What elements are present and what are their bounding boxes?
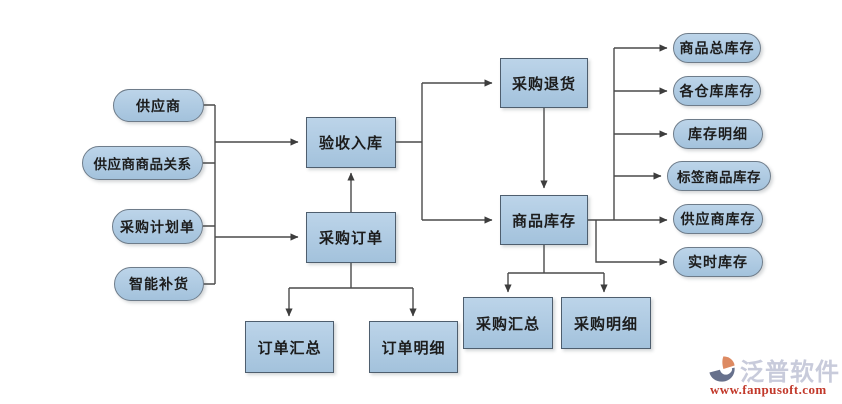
node-per-warehouse-stock: 各仓库库存 <box>673 76 761 106</box>
node-purchase-plan: 采购计划单 <box>112 209 203 244</box>
node-order-detail: 订单明细 <box>369 321 458 373</box>
brand-watermark: 泛普软件 www.fanpusoft.com <box>700 346 840 402</box>
node-tagged-product-stock: 标签商品库存 <box>667 161 771 191</box>
node-purchase-order: 采购订单 <box>306 212 396 263</box>
node-purchase-detail: 采购明细 <box>561 297 651 349</box>
node-product-inventory: 商品库存 <box>500 195 588 245</box>
node-supplier-stock: 供应商库存 <box>673 204 763 234</box>
brand-url: www.fanpusoft.com <box>710 382 827 397</box>
node-stock-detail: 库存明细 <box>673 119 763 149</box>
node-order-summary: 订单汇总 <box>245 321 334 373</box>
brand-name: 泛普软件 <box>740 359 840 386</box>
node-supplier-product-relation: 供应商商品关系 <box>82 146 203 180</box>
fanpu-logo-icon <box>709 356 735 382</box>
node-purchase-return: 采购退货 <box>500 58 588 108</box>
node-acceptance-inbound: 验收入库 <box>306 117 396 168</box>
node-smart-replenishment: 智能补货 <box>114 267 204 301</box>
node-supplier: 供应商 <box>113 89 204 122</box>
node-purchase-summary: 采购汇总 <box>463 297 553 349</box>
node-total-product-stock: 商品总库存 <box>673 33 761 63</box>
node-realtime-stock: 实时库存 <box>673 247 763 277</box>
